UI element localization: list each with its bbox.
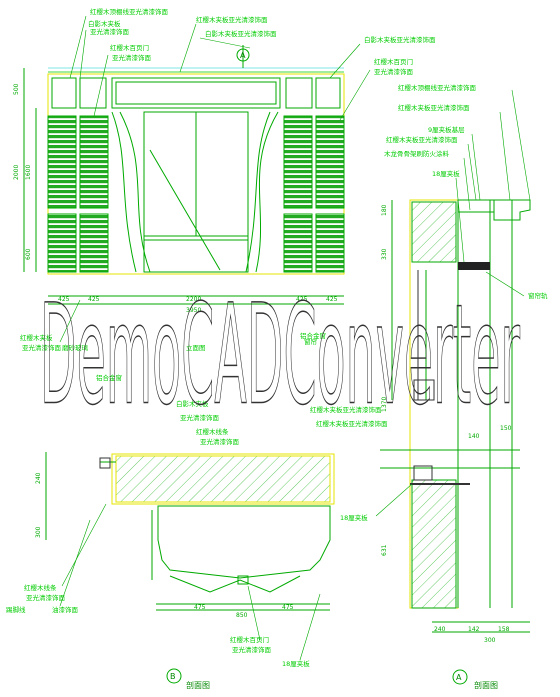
dim-158: 158: [498, 626, 510, 633]
dim-425c: 425: [296, 296, 308, 303]
annotation: 红樱木线条: [24, 583, 57, 592]
annotation: 18厘夹板: [432, 169, 460, 178]
dim-150: 150: [500, 425, 512, 432]
annotation: 亚光清漆饰面: [200, 437, 240, 446]
dim-330: 330: [381, 248, 388, 260]
dim-850: 850: [236, 612, 248, 619]
dim-2000: 2000: [13, 165, 20, 180]
section-a-view: [380, 199, 531, 685]
section-a-title: 剖面图: [474, 680, 498, 690]
annotation: 油漆饰面: [52, 605, 79, 614]
annotation: 铝合金窗: [300, 331, 326, 340]
annotation: 红樱木夹板: [20, 333, 53, 342]
annotation: 亚光清漆饰面: [374, 67, 414, 76]
dim-2200: 2200: [186, 296, 201, 303]
annotation: 亚光清漆饰面: [22, 343, 62, 352]
dim-631: 631: [381, 544, 388, 556]
dim-425b: 425: [88, 296, 100, 303]
annotation: 白影木夹板: [88, 19, 121, 28]
annotation: 红樱木夹板亚光清漆饰面: [386, 135, 458, 144]
elevation-view: [23, 45, 345, 305]
dim-180: 180: [381, 204, 388, 216]
annotation: 白影木夹板亚光清漆饰面: [205, 29, 277, 38]
annotation: 亚光清漆饰面: [90, 27, 130, 36]
annotation: 窗帘轨: [528, 291, 548, 300]
left-shutter-1: [47, 115, 77, 209]
annotation: 窗帘: [304, 337, 318, 346]
annotation: 踢脚线: [6, 605, 26, 614]
annotation: 红樱木百页门: [374, 57, 413, 66]
annotation: 红樱木线条: [196, 427, 229, 436]
dim-425d: 425: [326, 296, 338, 303]
annotation: 红樱木夹板亚光清漆饰面: [316, 419, 388, 428]
section-b-view: [45, 452, 335, 684]
section-a-letter: A: [456, 673, 462, 682]
annotation: 红樱木夹板亚光清漆饰面: [196, 15, 268, 24]
annotation: 木龙骨骨架刷防火涂料: [384, 149, 450, 158]
dim-475b: 475: [282, 604, 294, 611]
annotation: 白影木夹板: [176, 399, 209, 408]
annotation: 磨砂玻璃: [62, 343, 89, 352]
annotation: 亚光清漆饰面: [112, 53, 152, 62]
annotation: 红樱木百页门: [230, 635, 269, 644]
watermark-text: DemoCADConverter: [40, 274, 520, 435]
dim-600: 600: [25, 248, 32, 260]
section-marker: A: [240, 51, 246, 60]
dim-140: 140: [468, 433, 480, 440]
annotation: 18厘夹板: [340, 513, 368, 522]
annotation: 红樱木百页门: [110, 43, 149, 52]
left-shutter-2: [79, 115, 109, 209]
section-b-letter: B: [170, 672, 176, 681]
annotation: 9厘夹板基层: [428, 125, 465, 134]
annotation: 白影木夹板亚光清漆饰面: [364, 35, 436, 44]
dim-500: 500: [13, 83, 20, 95]
annotation: 红樱木夹板亚光清漆饰面: [398, 103, 470, 112]
right-shutter-2: [315, 115, 345, 209]
dim-300b: 300: [484, 637, 496, 644]
dim-3950: 3950: [186, 307, 201, 314]
annotation: 亚光清漆饰面: [180, 413, 220, 422]
annotation: 铝合金窗: [96, 373, 122, 382]
right-shutter-1: [283, 115, 313, 209]
dim-1370: 1370: [381, 397, 388, 412]
annotation: 立面图: [186, 343, 206, 352]
dim-475a: 475: [194, 604, 206, 611]
annotation: 红樱木顶棚线亚光清漆饰面: [398, 83, 477, 92]
annotation: 18厘夹板: [282, 659, 310, 668]
annotation: 红樱木顶棚线亚光清漆饰面: [90, 7, 169, 16]
dim-300: 300: [35, 526, 42, 538]
dim-1600: 1600: [25, 165, 32, 180]
dim-240: 240: [35, 472, 42, 484]
dim-240b: 240: [434, 626, 446, 633]
dim-142: 142: [468, 626, 480, 633]
dim-425a: 425: [58, 296, 70, 303]
section-b-title: 剖面图: [186, 680, 210, 690]
annotation: 亚光清漆饰面: [26, 593, 66, 602]
annotation: 红樱木夹板亚光清漆饰面: [310, 405, 382, 414]
annotation: 亚光清漆饰面: [232, 645, 272, 654]
